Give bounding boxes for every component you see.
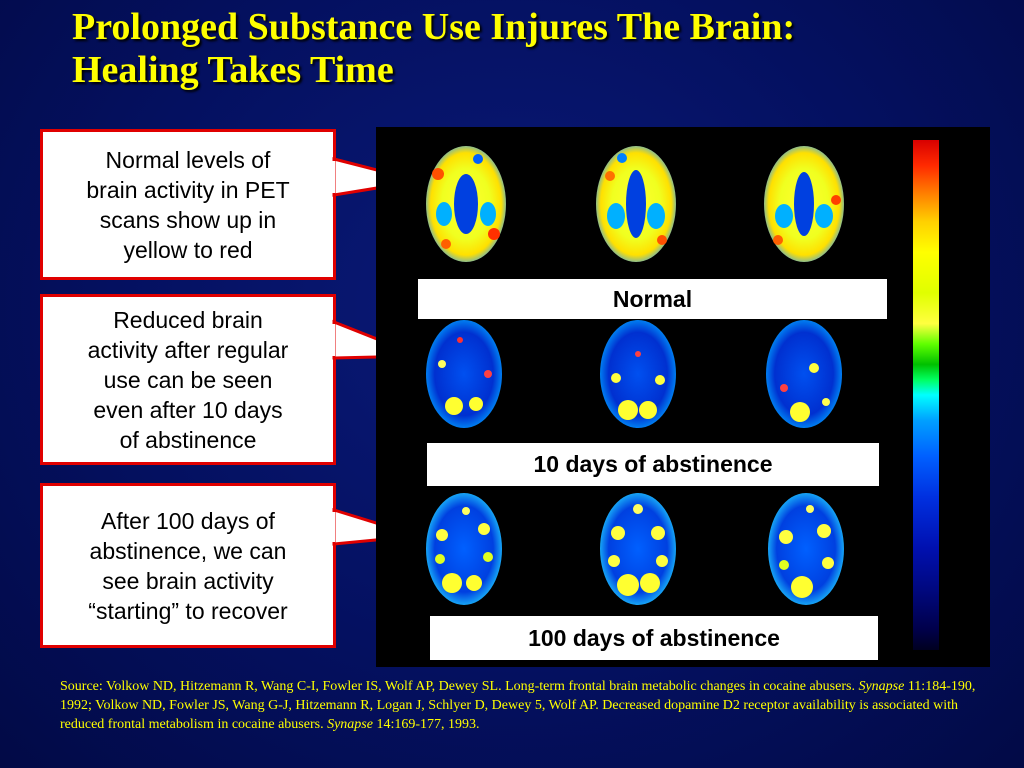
brain-scan	[768, 493, 844, 605]
citation-journal: Synapse	[858, 679, 905, 694]
scan-row-100-days	[426, 493, 844, 605]
callout-10-days: Reduced brain activity after regular use…	[40, 294, 336, 465]
brain-scan	[766, 320, 842, 428]
callout-normal-text: Normal levels of brain activity in PET s…	[86, 145, 289, 265]
brain-scan	[764, 146, 844, 262]
citation-text: 11:184-190, 1992; Volkow ND, Fowler JS, …	[60, 679, 976, 732]
scan-label-100-days: 100 days of abstinence	[430, 616, 878, 660]
callout-100-days: After 100 days of abstinence, we can see…	[40, 483, 336, 648]
citation-journal: Synapse	[327, 717, 373, 732]
callout-line: see brain activity	[102, 567, 274, 594]
callout-normal: Normal levels of brain activity in PET s…	[40, 129, 336, 280]
callout-10-days-text: Reduced brain activity after regular use…	[88, 305, 289, 455]
callout-line: of abstinence	[119, 426, 257, 453]
callout-line: yellow to red	[123, 236, 253, 263]
pet-color-scale	[913, 140, 939, 650]
title-line-1: Prolonged Substance Use Injures The Brai…	[72, 6, 796, 48]
callout-line: activity after regular	[87, 336, 289, 363]
callout-line: brain activity in PET	[86, 176, 290, 203]
source-citation: Source: Volkow ND, Hitzemann R, Wang C-I…	[60, 677, 990, 734]
callout-line: Reduced brain	[113, 306, 263, 333]
slide-title: Prolonged Substance Use Injures The Brai…	[72, 6, 1002, 92]
brain-scan	[426, 493, 502, 605]
brain-scan	[596, 146, 676, 262]
scan-row-10-days	[426, 320, 842, 428]
scan-label-10-days: 10 days of abstinence	[427, 443, 879, 486]
brain-scan	[426, 146, 506, 262]
scan-label-normal: Normal	[418, 279, 887, 319]
scan-row-normal	[426, 146, 844, 262]
brain-scan	[426, 320, 502, 428]
callout-line: abstinence, we can	[89, 537, 287, 564]
callout-line: use can be seen	[103, 366, 273, 393]
callout-line: After 100 days of	[101, 507, 275, 534]
brain-scan	[600, 320, 676, 428]
callout-line: scans show up in	[99, 206, 277, 233]
citation-text: Source: Volkow ND, Hitzemann R, Wang C-I…	[60, 679, 859, 694]
citation-text: 14:169-177, 1993.	[372, 717, 480, 732]
title-line-2: Healing Takes Time	[72, 49, 394, 91]
callout-100-days-text: After 100 days of abstinence, we can see…	[88, 506, 287, 626]
callout-line: even after 10 days	[93, 396, 283, 423]
brain-scan	[600, 493, 676, 605]
pet-scan-images	[426, 146, 844, 605]
pet-scan-panel: Normal 10 days of abstinence 100 days of…	[376, 127, 990, 667]
callout-line: “starting” to recover	[88, 597, 288, 624]
callout-line: Normal levels of	[105, 146, 271, 173]
